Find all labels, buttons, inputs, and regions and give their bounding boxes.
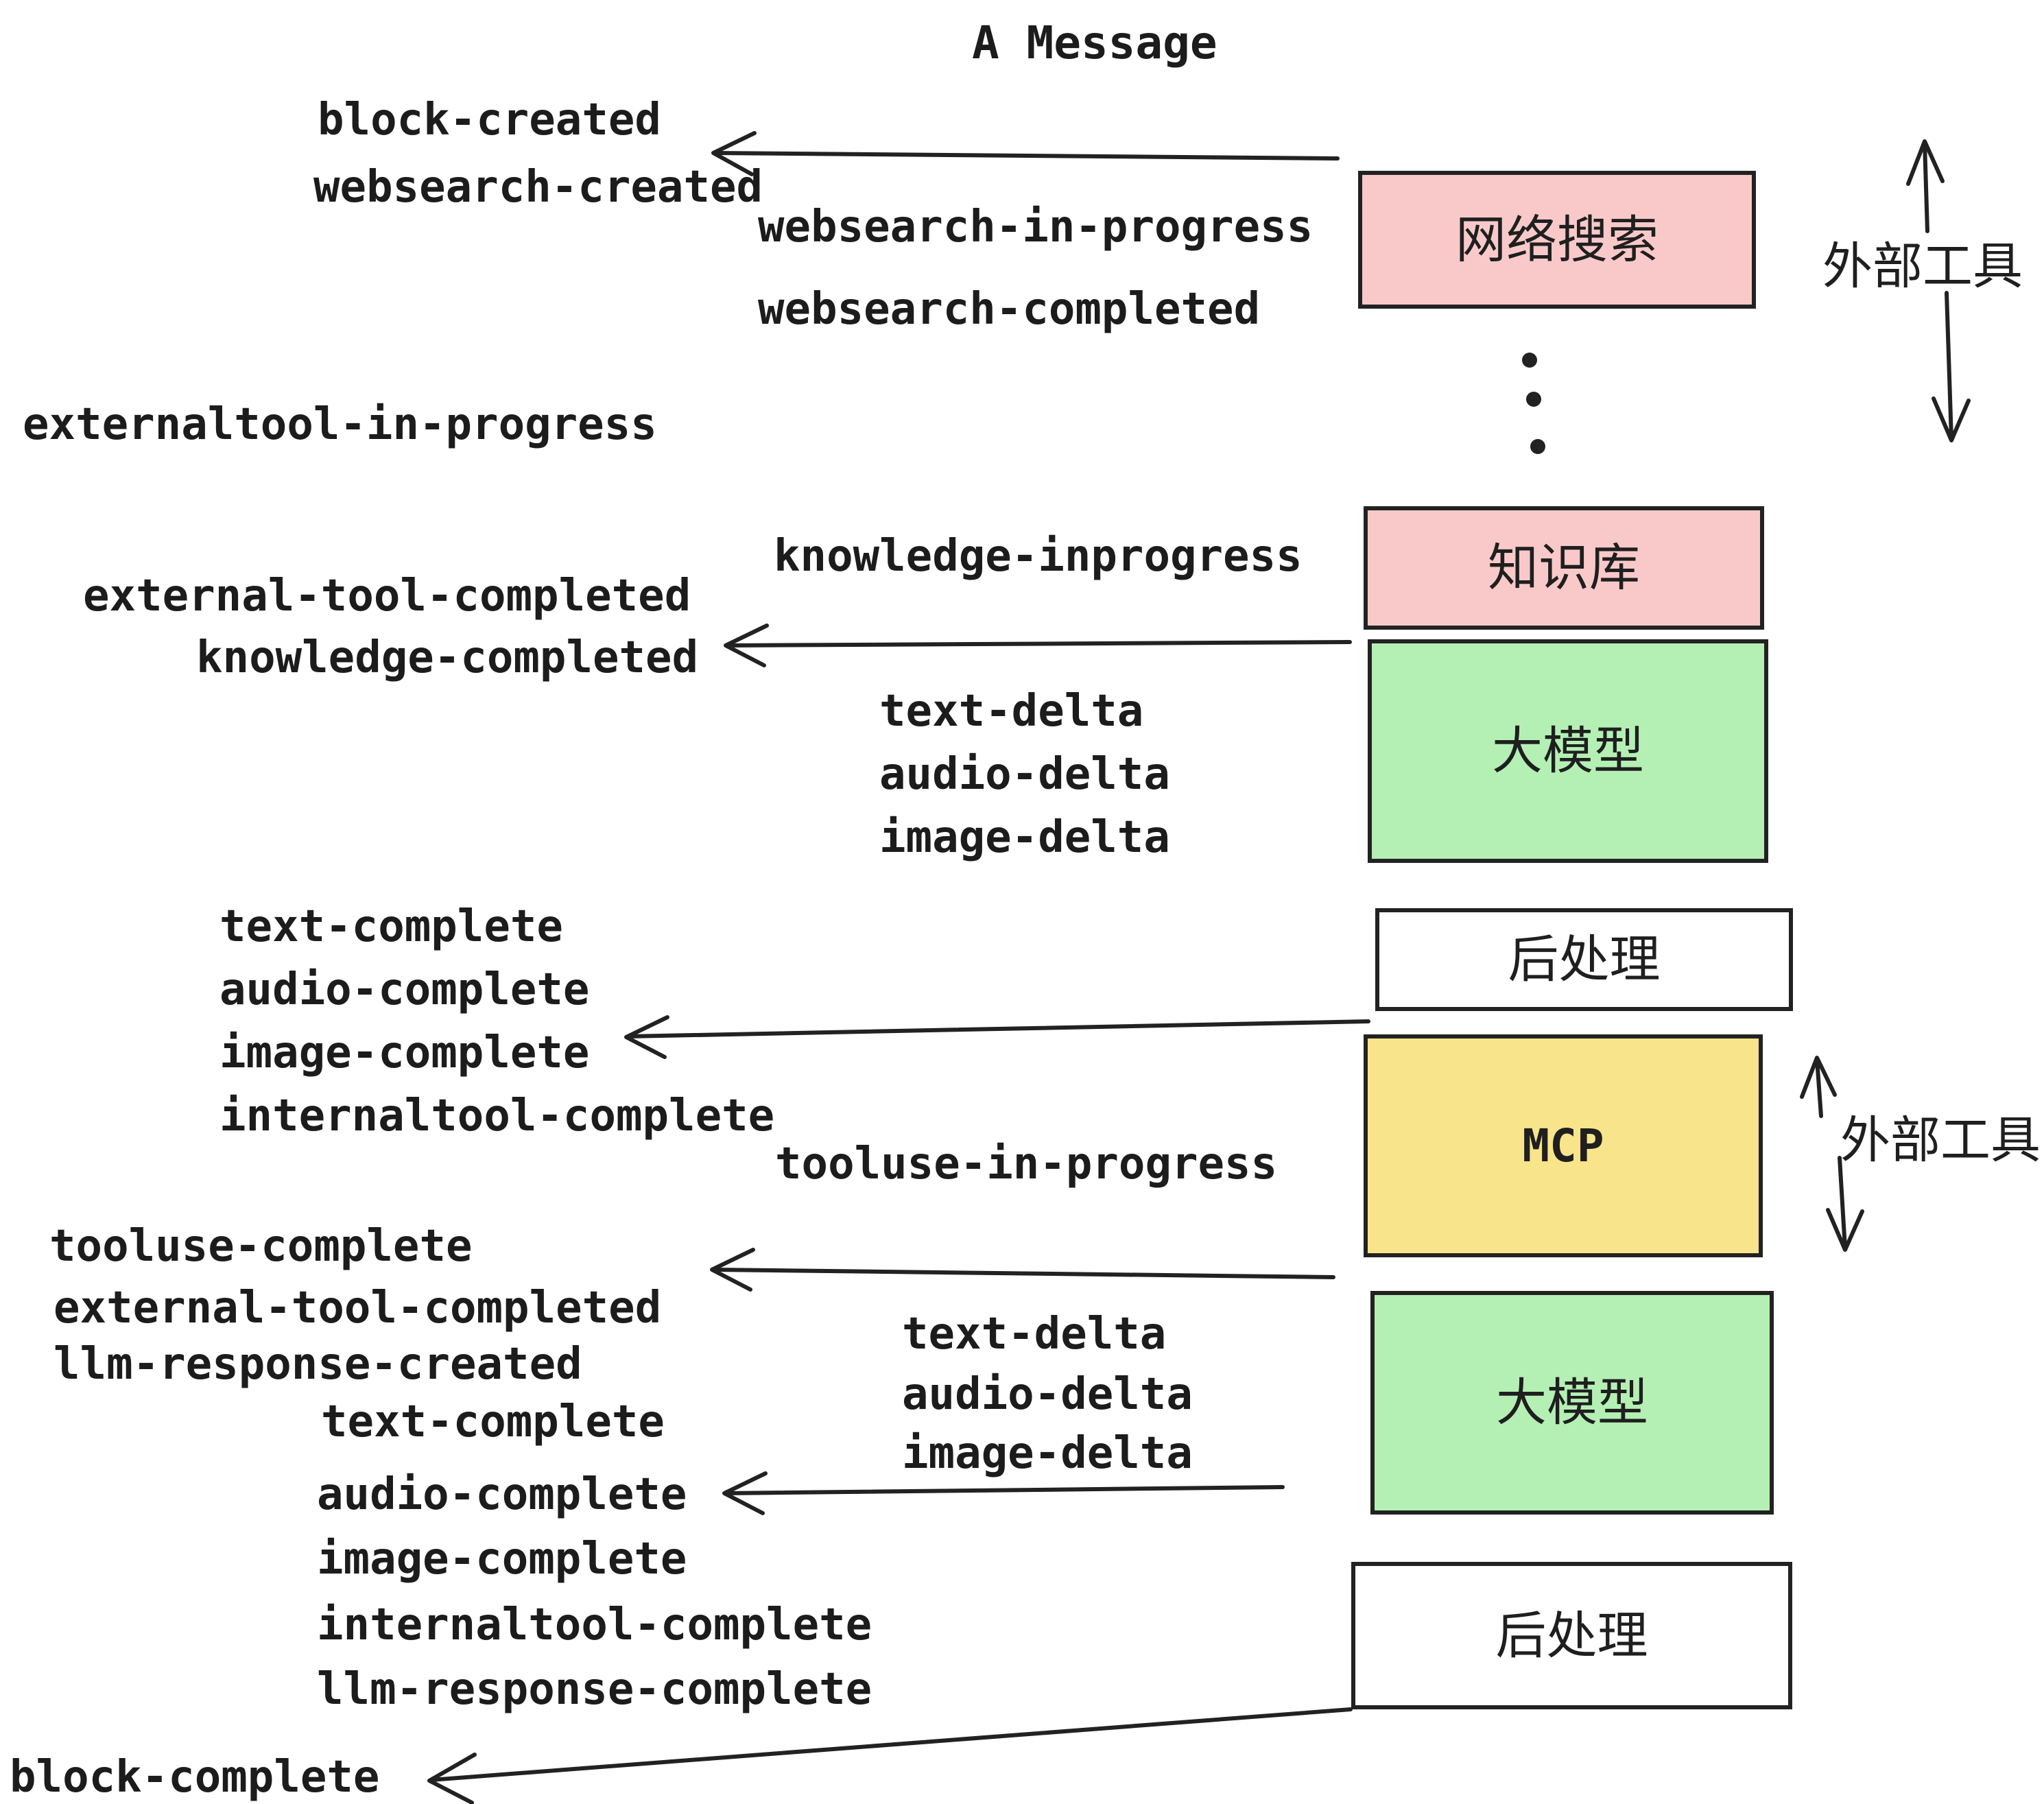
box-llm-1: 大模型: [1368, 639, 1768, 863]
arrow-external-tools-up-top: [1906, 139, 1945, 233]
event-label-image-delta-2: image-delta: [902, 1428, 1193, 1479]
event-label-audio-complete: audio-complete: [219, 964, 590, 1015]
arrow-tooluse-complete-group: [710, 1248, 1335, 1292]
event-label-audio-complete-2: audio-complete: [317, 1469, 687, 1520]
event-label-websearch-created: websearch-created: [313, 162, 763, 213]
event-label-llm-response-complete: llm-response-complete: [317, 1664, 872, 1715]
event-label-block-complete: block-complete: [10, 1752, 380, 1803]
external-tools-label-top: 外部工具: [1822, 237, 2023, 296]
arrow-knowledge-completed: [724, 624, 1352, 667]
page-title: A Message: [972, 16, 1217, 69]
event-label-text-complete-2: text-complete: [321, 1397, 665, 1447]
box-postprocess-2: 后处理: [1351, 1562, 1792, 1709]
event-label-internaltool-complete: internaltool-complete: [219, 1091, 775, 1141]
event-label-tooluse-in-progress: tooluse-in-progress: [775, 1139, 1278, 1189]
event-label-block-created: block-created: [318, 95, 661, 145]
arrow-external-tools-down-top: [1932, 291, 1971, 442]
box-llm-2: 大模型: [1370, 1291, 1774, 1515]
arrow-external-tools-down-bottom: [1826, 1156, 1864, 1252]
arrow-external-tools-up-bottom: [1800, 1056, 1837, 1118]
event-label-text-delta-2: text-delta: [902, 1309, 1167, 1360]
event-label-image-complete: image-complete: [219, 1028, 590, 1078]
event-label-audio-delta-2: audio-delta: [902, 1369, 1193, 1420]
box-postprocess-1: 后处理: [1375, 908, 1793, 1011]
event-label-knowledge-inprogress: knowledge-inprogress: [774, 531, 1303, 582]
event-label-image-complete-2: image-complete: [317, 1534, 687, 1585]
event-label-websearch-in-progress: websearch-in-progress: [758, 202, 1314, 252]
arrow-block-created: [711, 131, 1340, 176]
event-label-tooluse-complete: tooluse-complete: [49, 1221, 473, 1272]
event-label-internaltool-complete-2: internaltool-complete: [317, 1600, 872, 1650]
ellipsis-dots-icon: [1522, 353, 1545, 454]
event-label-image-delta: image-delta: [879, 812, 1170, 863]
event-label-audio-delta: audio-delta: [879, 749, 1170, 800]
arrow-complete-group-2: [722, 1471, 1285, 1515]
event-label-knowledge-completed: knowledge-completed: [196, 632, 699, 683]
event-label-text-delta: text-delta: [879, 686, 1144, 737]
box-knowledge: 知识库: [1364, 506, 1764, 630]
arrow-complete-group-1: [624, 1015, 1370, 1059]
box-mcp: MCP: [1364, 1034, 1763, 1257]
event-label-external-tool-completed-2: external-tool-completed: [54, 1283, 662, 1333]
event-label-external-tool-completed: external-tool-completed: [83, 571, 691, 621]
event-label-text-complete: text-complete: [219, 901, 563, 952]
arrow-block-complete: [427, 1707, 1353, 1804]
event-label-websearch-completed: websearch-completed: [758, 284, 1261, 335]
event-label-externaltool-in-progress: externaltool-in-progress: [23, 399, 657, 450]
external-tools-label-bottom: 外部工具: [1840, 1111, 2041, 1170]
box-websearch: 网络搜索: [1358, 171, 1756, 309]
event-label-llm-response-created: llm-response-created: [54, 1339, 582, 1390]
